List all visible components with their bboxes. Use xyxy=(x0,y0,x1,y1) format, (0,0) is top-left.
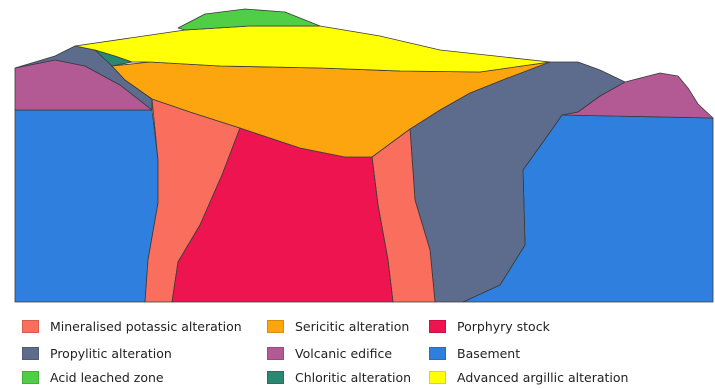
legend-item-sericitic: Sericitic alteration xyxy=(267,318,409,334)
legend-swatch xyxy=(429,370,446,384)
legend-item-advanced-argillic: Advanced argillic alteration xyxy=(429,369,628,385)
legend-item-volcanic-edifice: Volcanic edifice xyxy=(267,345,392,361)
legend-label: Propylitic alteration xyxy=(50,345,172,361)
legend-swatch xyxy=(429,319,446,333)
legend-swatch xyxy=(267,319,284,333)
legend-swatch xyxy=(22,370,39,384)
legend-item-basement: Basement xyxy=(429,345,520,361)
legend-swatch xyxy=(22,319,39,333)
legend-item-acid-leached: Acid leached zone xyxy=(22,369,164,385)
legend-label: Advanced argillic alteration xyxy=(457,369,629,385)
legend-item-chloritic: Chloritic alteration xyxy=(267,369,411,385)
legend-swatch xyxy=(22,346,39,360)
legend-label: Porphyry stock xyxy=(457,318,550,334)
basement-left xyxy=(14,109,159,303)
legend-label: Volcanic edifice xyxy=(295,345,393,361)
legend-label: Chloritic alteration xyxy=(295,369,412,385)
legend-swatch xyxy=(267,346,284,360)
legend-item-porphyry: Porphyry stock xyxy=(429,318,550,334)
legend-item-potassic: Mineralised potassic alteration xyxy=(22,318,242,334)
legend-swatch xyxy=(267,370,284,384)
geologic-cross-section xyxy=(14,8,714,303)
legend-label: Sericitic alteration xyxy=(295,318,410,334)
legend-label: Acid leached zone xyxy=(50,369,164,385)
legend-label: Mineralised potassic alteration xyxy=(50,318,242,334)
legend-label: Basement xyxy=(457,345,521,361)
legend-item-propylitic: Propylitic alteration xyxy=(22,345,172,361)
legend-swatch xyxy=(429,346,446,360)
acid-leached-zone xyxy=(177,8,321,31)
